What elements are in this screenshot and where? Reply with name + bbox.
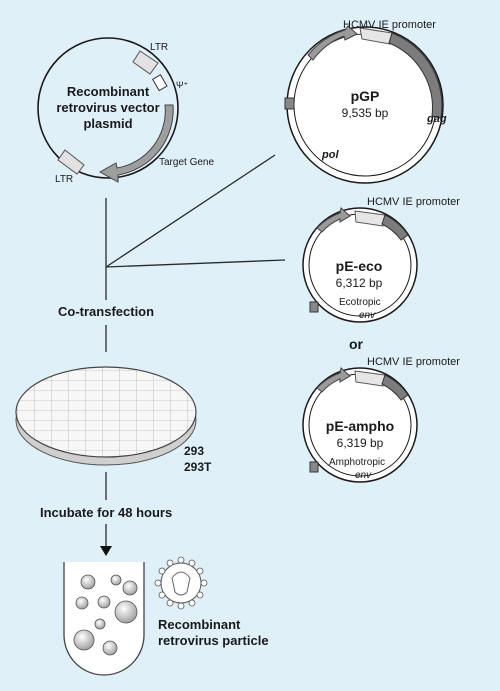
pampho-segment — [381, 374, 409, 401]
dish-cells — [15, 366, 197, 458]
pampho-plasmid: pE-ampho 6,319 bp HCMV IE promoter Ampho… — [302, 356, 460, 483]
psi-segment — [151, 74, 168, 92]
pgp-gag-label: gag — [426, 113, 447, 125]
plasmid-ring — [37, 37, 179, 179]
pgp-promoter-label: HCMV IE promoter — [343, 19, 436, 31]
pampho-arrow-top — [316, 367, 351, 393]
or-text: or — [349, 336, 364, 352]
plasmid-title-2: retrovirus vector — [56, 100, 159, 115]
target-gene-label: Target Gene — [159, 157, 214, 168]
co-transfection-label: Co-transfection — [58, 304, 154, 319]
connector-lines — [105, 154, 286, 546]
ltr-top-label: LTR — [150, 42, 168, 53]
pampho-env-label-1: Amphotropic — [329, 457, 385, 468]
down-arrow-icon — [100, 546, 112, 556]
target-gene-arrow — [98, 104, 174, 183]
virus-particles-in-tube — [73, 574, 138, 656]
incubate-label: Incubate for 48 hours — [40, 505, 172, 520]
pgp-plasmid: pGP 9,535 bp HCMV IE promoter gag pol — [284, 19, 447, 184]
retrovirus-vector-plasmid: Recombinant retrovirus vector plasmid LT… — [37, 37, 214, 185]
pgp-gag-segment — [388, 32, 443, 119]
cell-line-293t: 293T — [184, 460, 212, 474]
pgp-promoter-segment — [359, 27, 393, 45]
peco-name: pE-eco — [336, 258, 383, 274]
pampho-promoter-label: HCMV IE promoter — [367, 356, 460, 368]
collection-tube — [63, 562, 145, 676]
peco-env-label-2: env — [359, 310, 376, 321]
psi-label: Ψ⁺ — [176, 80, 189, 90]
particle-label-2: retrovirus particle — [158, 633, 269, 648]
plasmid-title-1: Recombinant — [67, 84, 150, 99]
peco-env-label-1: Ecotropic — [339, 297, 381, 308]
pampho-promoter-segment — [354, 370, 386, 387]
pgp-size: 9,535 bp — [342, 106, 389, 120]
peco-promoter-segment — [354, 210, 386, 227]
pampho-name: pE-ampho — [326, 418, 394, 434]
retrovirus-particle-icon — [154, 556, 208, 610]
pgp-pol-label: pol — [321, 149, 339, 161]
culture-dish — [15, 366, 197, 466]
cell-line-293: 293 — [184, 444, 204, 458]
peco-promoter-label: HCMV IE promoter — [367, 196, 460, 208]
pgp-marker — [284, 97, 295, 110]
pampho-env-label-2: env — [355, 470, 372, 481]
peco-segment — [381, 214, 409, 241]
pgp-name: pGP — [351, 88, 380, 104]
peco-plasmid: pE-eco 6,312 bp HCMV IE promoter Ecotrop… — [302, 196, 460, 323]
particle-label-1: Recombinant — [158, 617, 241, 632]
pampho-marker — [309, 461, 319, 473]
pampho-size: 6,319 bp — [337, 436, 384, 450]
plasmid-title-3: plasmid — [83, 116, 132, 131]
ltr-bottom-segment — [57, 149, 85, 175]
ltr-top-segment — [132, 50, 159, 75]
peco-arrow-top — [316, 207, 351, 233]
peco-ring — [302, 207, 418, 323]
ltr-bottom-label: LTR — [55, 174, 73, 185]
pampho-ring — [302, 367, 418, 483]
peco-marker — [309, 301, 319, 313]
pgp-arrow-top — [307, 25, 358, 61]
peco-size: 6,312 bp — [336, 276, 383, 290]
